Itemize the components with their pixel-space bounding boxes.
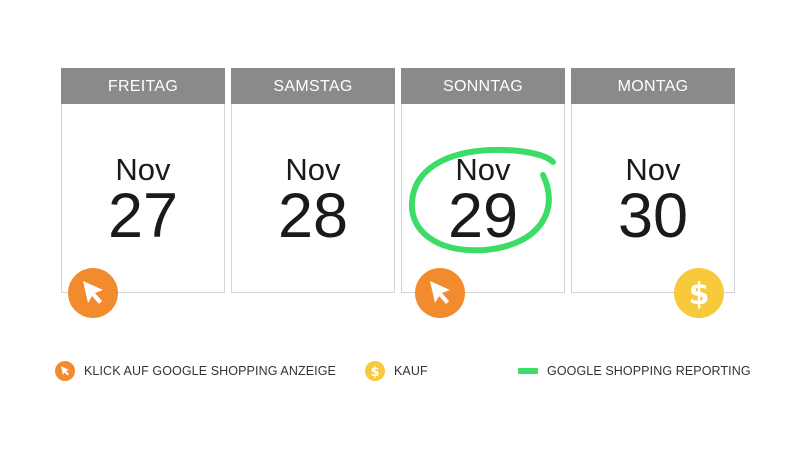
day-card-day: 30: [617, 181, 689, 251]
day-card-day: 27: [107, 181, 179, 251]
legend-label-click: KLICK AUF GOOGLE SHOPPING ANZEIGE: [84, 364, 336, 378]
legend-label-purchase: KAUF: [394, 364, 428, 378]
dollar-icon: $: [674, 268, 724, 318]
cursor-arrow-icon: [415, 268, 465, 318]
green-bar-icon: [518, 368, 538, 374]
day-card-weekday: MONTAG: [571, 68, 735, 104]
day-card-weekday: SONNTAG: [401, 68, 565, 104]
day-card-month: Nov: [115, 152, 171, 187]
day-card-day: 29: [447, 181, 519, 251]
dollar-icon: $: [365, 361, 385, 381]
legend-item-reporting: GOOGLE SHOPPING REPORTING: [518, 360, 751, 382]
legend-label-reporting: GOOGLE SHOPPING REPORTING: [547, 364, 751, 378]
day-card-weekday: SAMSTAG: [231, 68, 395, 104]
day-card-weekday: FREITAG: [61, 68, 225, 104]
day-card-month: Nov: [285, 152, 341, 187]
day-card-friday: FREITAG Nov 27: [61, 68, 225, 293]
svg-text:$: $: [689, 277, 710, 312]
day-card-sunday: SONNTAG Nov 29: [401, 68, 565, 293]
svg-text:$: $: [370, 365, 379, 380]
cursor-arrow-icon: [55, 361, 75, 381]
day-card-day: 28: [277, 181, 349, 251]
legend-item-purchase: $ KAUF: [365, 360, 428, 382]
cursor-arrow-icon: [68, 268, 118, 318]
day-card-monday: MONTAG Nov 30: [571, 68, 735, 293]
day-card-saturday: SAMSTAG Nov 28: [231, 68, 395, 293]
day-card-month: Nov: [625, 152, 681, 187]
legend-item-click: KLICK AUF GOOGLE SHOPPING ANZEIGE: [55, 360, 336, 382]
